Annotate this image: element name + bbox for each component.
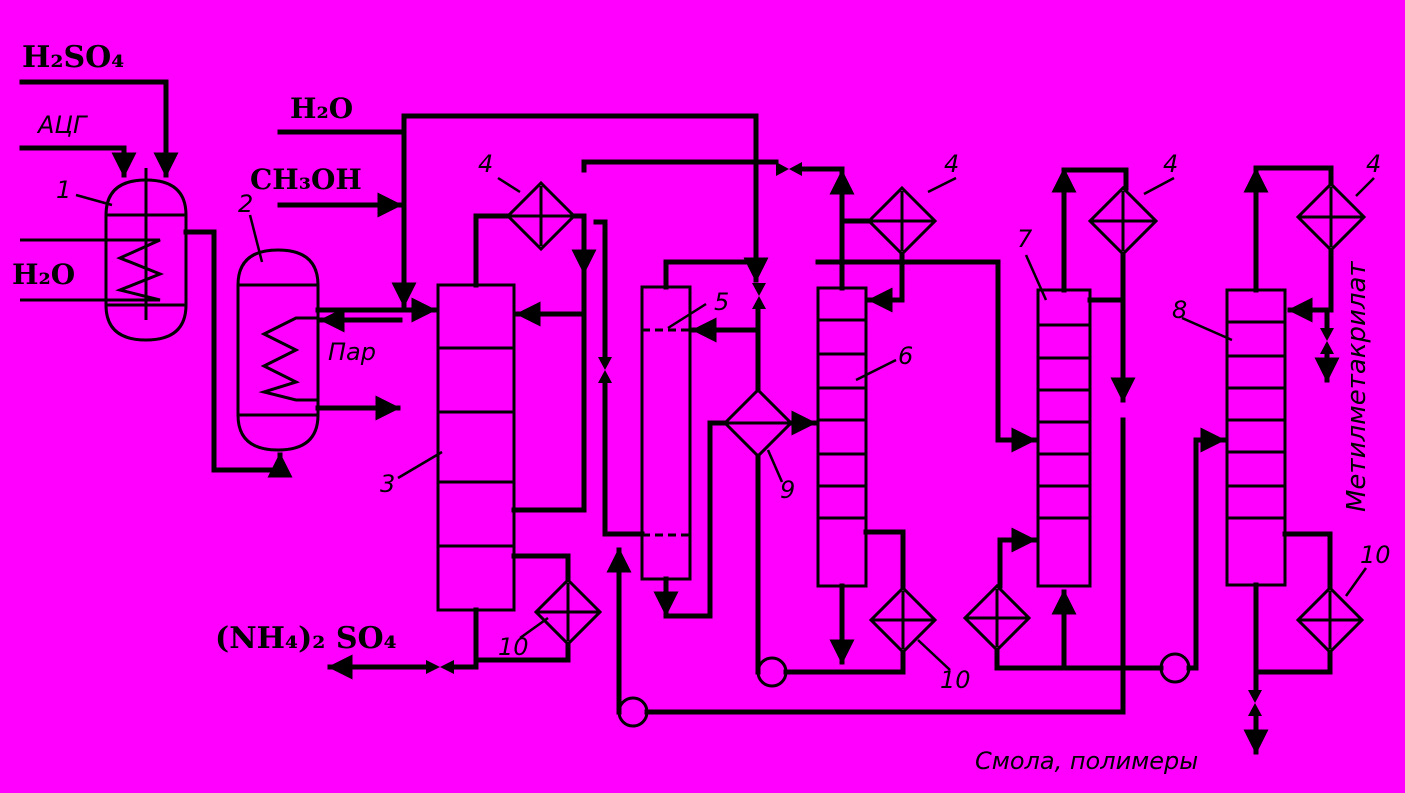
condenser-4-a bbox=[505, 180, 577, 252]
number-4-b: 4 bbox=[944, 150, 959, 178]
acg-label: АЦГ bbox=[36, 111, 88, 139]
column-7 bbox=[1036, 288, 1092, 588]
column-8 bbox=[1225, 288, 1287, 587]
methyl-methacrylate-label: Метилметакрилат bbox=[1342, 261, 1372, 512]
column-6 bbox=[816, 286, 868, 588]
resin-polymers-label: Смола, полимеры bbox=[975, 747, 1198, 775]
reboiler-10-a bbox=[533, 577, 603, 647]
reboiler-10-d bbox=[1295, 585, 1365, 655]
number-1: 1 bbox=[56, 176, 71, 204]
hydrolyzer-2 bbox=[236, 248, 320, 452]
pump-a bbox=[617, 696, 649, 728]
condenser-4-c bbox=[1087, 185, 1159, 257]
number-4-d: 4 bbox=[1366, 150, 1381, 178]
heat-exchanger-9 bbox=[722, 387, 794, 459]
valves bbox=[426, 162, 1334, 716]
esterifier-column-3 bbox=[436, 283, 516, 612]
number-10-c: 10 bbox=[1360, 541, 1391, 569]
number-3: 3 bbox=[380, 470, 395, 498]
condenser-4-d bbox=[1295, 181, 1367, 253]
process-lines bbox=[19, 79, 1340, 755]
steam-label: Пар bbox=[328, 338, 376, 366]
number-4-c: 4 bbox=[1163, 150, 1178, 178]
number-2: 2 bbox=[238, 190, 253, 218]
h2o-left-label: H₂O bbox=[12, 258, 75, 291]
condenser-4-b bbox=[866, 185, 938, 257]
h2so4-label: H₂SO₄ bbox=[22, 40, 124, 75]
number-9: 9 bbox=[780, 476, 795, 504]
ammonium-sulfate-label: (NH₄)₂ SO₄ bbox=[215, 621, 397, 656]
number-10-a: 10 bbox=[498, 633, 529, 661]
ch3oh-label: CH₃OH bbox=[250, 163, 362, 196]
number-5: 5 bbox=[714, 288, 729, 316]
number-7: 7 bbox=[1017, 225, 1033, 253]
number-8: 8 bbox=[1172, 296, 1187, 324]
reboiler-10-b bbox=[868, 585, 938, 655]
h2o-top-label: H₂O bbox=[290, 92, 353, 125]
pump-b bbox=[756, 656, 788, 688]
number-10-b: 10 bbox=[940, 666, 971, 694]
reactor-1 bbox=[20, 168, 188, 342]
column-5 bbox=[640, 285, 692, 581]
number-leader-lines bbox=[75, 176, 1375, 671]
pump-c bbox=[1159, 652, 1191, 684]
number-6: 6 bbox=[898, 342, 913, 370]
number-4-a: 4 bbox=[478, 150, 493, 178]
reboiler-10-c bbox=[962, 583, 1032, 653]
